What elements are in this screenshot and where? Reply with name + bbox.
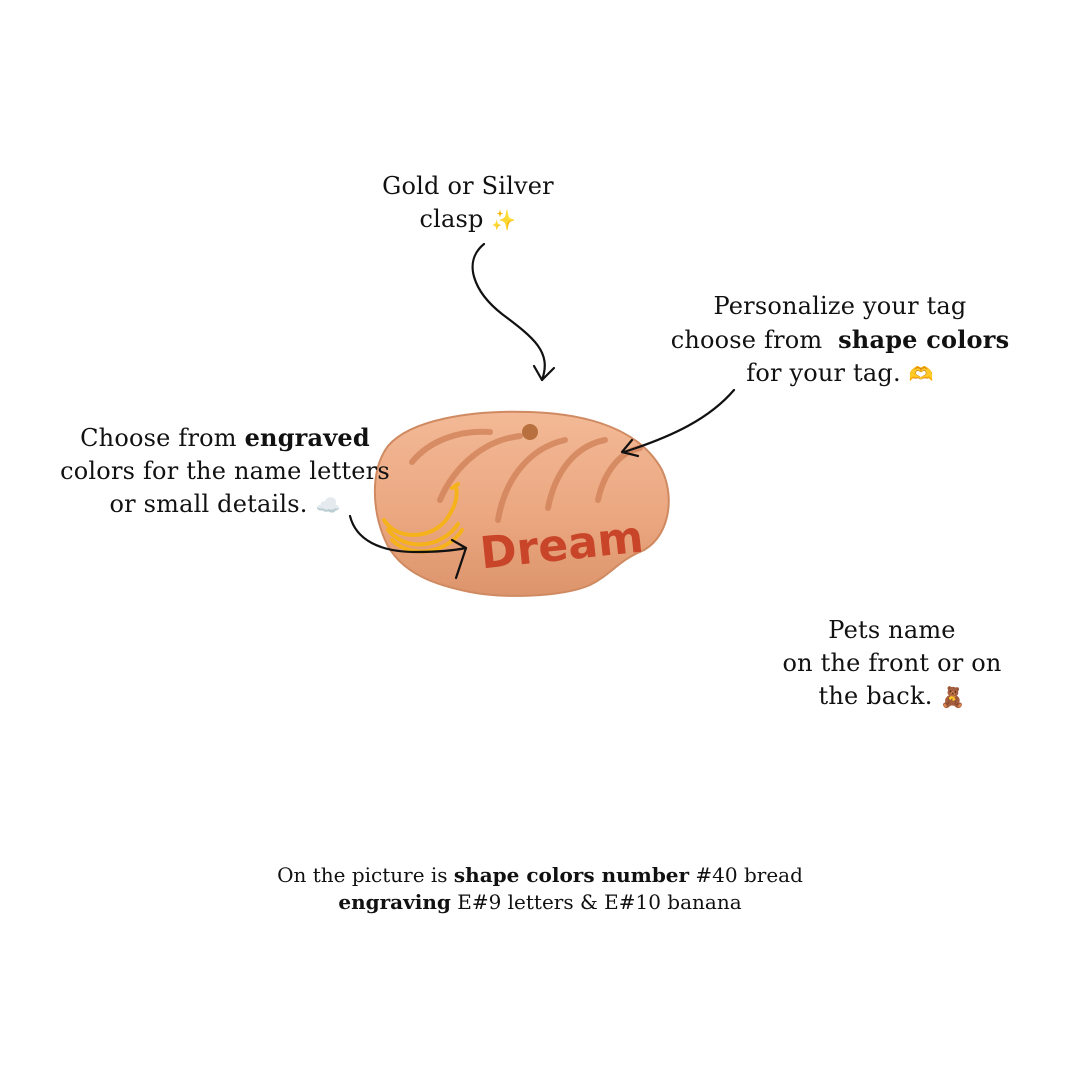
teddy-bear-icon: 🧸: [940, 685, 966, 709]
clasp-hole: [522, 424, 538, 440]
shape-note-line1: Personalize your tag: [713, 292, 967, 320]
arrow-engraved: [348, 514, 468, 554]
bread-slash: [437, 433, 523, 503]
heart-hands-icon: 🫶: [908, 362, 934, 386]
bread-tag: Dream: [373, 410, 670, 597]
engraved-note-line2: colors for the name letters: [60, 457, 390, 485]
engraved-note-bold: engraved: [244, 423, 370, 452]
arrow-clasp-head: [532, 364, 556, 382]
caption-line2-post: E#9 letters & E#10 banana: [450, 890, 742, 914]
shape-note-line3: for your tag.: [746, 359, 901, 387]
arrow-clasp: [471, 242, 546, 382]
caption-line2-bold: engraving: [338, 890, 451, 914]
name-note-line2: on the front or on: [782, 649, 1002, 677]
bread-slash: [545, 437, 608, 511]
engraved-note-line1: Choose from: [80, 424, 245, 452]
arrow-shape: [622, 388, 736, 454]
engraved-colors-note: Choose from engraved colors for the name…: [45, 421, 405, 522]
bread-slash: [495, 437, 568, 523]
bread-slash: [409, 428, 493, 465]
caption-line1-bold: shape colors number: [453, 863, 690, 887]
clasp-note-line1: Gold or Silver: [382, 172, 554, 200]
arrow-engraved-head: [450, 538, 468, 580]
arrow-shape-head: [620, 438, 640, 458]
pet-name-note: Pets name on the front or on the back. 🧸: [770, 614, 1014, 714]
sparkles-icon: ✨: [491, 208, 517, 232]
clasp-note: Gold or Silver clasp ✨: [368, 170, 568, 237]
cloud-icon: ☁️: [315, 493, 341, 517]
shape-note-line2: choose from: [670, 326, 831, 354]
clasp-note-line2: clasp: [419, 205, 484, 233]
name-note-line3: the back.: [818, 682, 933, 710]
shape-colors-note: Personalize your tag choose from shape c…: [650, 290, 1030, 391]
product-caption: On the picture is shape colors number #4…: [200, 862, 880, 916]
shape-note-bold: shape colors: [838, 325, 1010, 354]
caption-line1-pre: On the picture is: [277, 863, 454, 887]
engraved-note-line3: or small details.: [109, 490, 308, 518]
caption-line1-post: #40 bread: [689, 863, 803, 887]
name-note-line1: Pets name: [828, 616, 956, 644]
